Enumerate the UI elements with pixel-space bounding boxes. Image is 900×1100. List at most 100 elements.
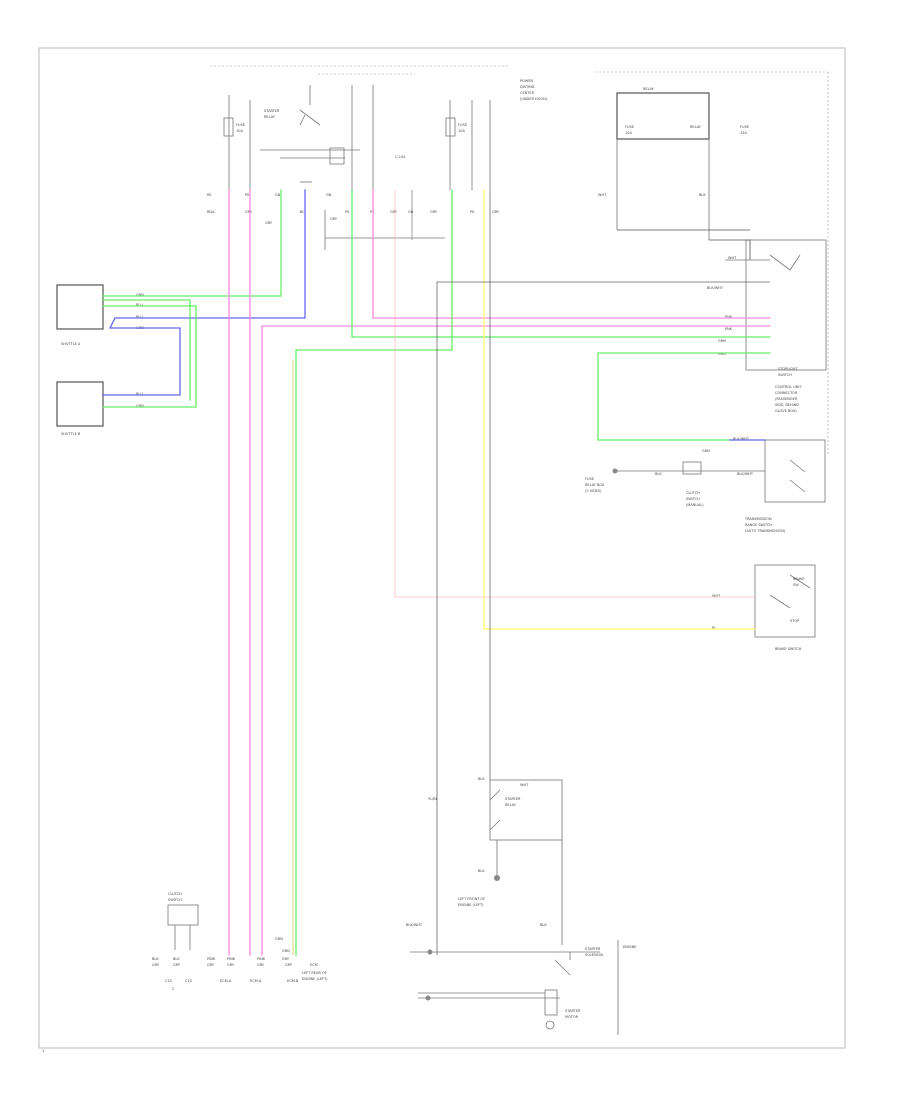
svg-text:GRY: GRY [390,210,398,214]
stoplight-switch: WHT BLK/WHT PNK PNK GRN GRN STOPLIGHT SW… [707,239,827,413]
engine-ground: ENGINE [617,940,636,1035]
svg-text:ENGINE: ENGINE [623,945,636,949]
svg-text:(MANUAL): (MANUAL) [686,503,704,507]
svg-text:GRY: GRY [282,957,290,961]
svg-text:ECM-A: ECM-A [220,979,232,983]
svg-text:BL: BL [712,626,716,630]
svg-text:STARTER: STARTER [505,797,521,801]
svg-text:ECM: ECM [310,963,318,967]
svg-text:GRN: GRN [282,949,290,953]
svg-text:PNK: PNK [725,315,733,319]
sensor-lower: SHUTTLE B BLU GRN [56,381,144,436]
svg-text:BLU: BLU [136,303,143,307]
svg-text:BLK: BLK [152,957,159,961]
svg-text:SWITCH: SWITCH [778,373,792,377]
wire-gray-4 [617,229,751,260]
svg-text:GRN: GRN [718,352,726,356]
svg-text:WHT: WHT [728,256,737,260]
wire-green-1 [102,189,282,297]
svg-text:DISTRIB.: DISTRIB. [520,85,535,89]
svg-text:PK: PK [345,210,350,214]
starter-motor: STARTER SOLENOID STARTER MOTOR BLK/WHT B… [406,923,604,1030]
svg-text:STARTER: STARTER [565,1009,581,1013]
svg-text:YL/BL: YL/BL [428,797,438,801]
svg-text:ENGINE (LEFT): ENGINE (LEFT) [458,903,484,907]
svg-text:PINK: PINK [227,957,236,961]
diagram-frame [38,47,846,1049]
svg-text:SWITCH: SWITCH [686,497,700,501]
svg-text:BLK: BLK [478,869,485,873]
svg-text:GRN: GRN [275,937,283,941]
svg-text:RELAY: RELAY [505,803,517,807]
svg-text:RELAY BOX: RELAY BOX [585,483,605,487]
svg-text:GRY: GRY [492,210,500,214]
svg-text:GRY: GRY [265,221,273,225]
svg-text:RD/L: RD/L [207,210,215,214]
svg-text:GRY: GRY [227,963,235,967]
sensor-lower-label: SHUTTLE B [61,432,81,436]
svg-text:ECM-A: ECM-A [250,979,262,983]
wire-green-3 [102,299,191,401]
svg-text:10A: 10A [458,129,465,133]
svg-text:GN: GN [275,193,281,197]
svg-text:GRY: GRY [330,217,338,221]
sensor-upper: SHUTTLE A GRN BLU BLU GRN [56,284,144,346]
svg-text:GRY: GRY [430,210,438,214]
svg-text:BRAKE SWITCH: BRAKE SWITCH [775,647,802,651]
svg-text:RELAY: RELAY [264,115,276,119]
svg-text:BLK: BLK [655,472,662,476]
transmission-range-switch: FUSE RELAY BOX (5 SIDES) BLK BLK/WHT CLU… [585,437,826,533]
ecm-connector-bottom: CLUTCH SWITCH BLK BLK PINK PINK PINK GRY… [152,892,328,991]
svg-text:RE: RE [207,193,212,197]
svg-text:GRY: GRY [285,963,293,967]
svg-text:(5 SIDES): (5 SIDES) [585,489,602,493]
svg-text:GRY: GRY [245,210,253,214]
svg-text:CONTROL UNIT: CONTROL UNIT [775,385,802,389]
svg-text:CLUTCH: CLUTCH [686,491,700,495]
svg-text:GN: GN [408,210,414,214]
svg-text:CONNECTOR: CONNECTOR [775,391,798,395]
wire-light-pink [394,190,755,598]
svg-text:GRN: GRN [702,449,710,453]
svg-text:STOPLIGHT: STOPLIGHT [778,367,799,371]
svg-text:GRY: GRY [257,963,265,967]
svg-text:GLOVE BOX): GLOVE BOX) [775,409,797,413]
svg-text:RELAY: RELAY [643,87,655,91]
page-number: 1 [42,1049,44,1053]
brake-switch: WHT BL BRAKE SWITCH BRAKE SW STOP [712,564,816,651]
svg-text:FUSE: FUSE [625,125,634,129]
svg-text:MOTOR: MOTOR [565,1015,579,1019]
svg-text:CENTER: CENTER [520,91,535,95]
svg-text:WHT: WHT [598,193,607,197]
svg-text:STARTER: STARTER [585,947,601,951]
svg-text:PK: PK [245,193,250,197]
svg-text:BLK: BLK [478,777,485,781]
wire-yellow-1 [483,189,756,630]
svg-text:BLU: BLU [136,315,143,319]
svg-text:RANGE SWITCH: RANGE SWITCH [745,523,772,527]
svg-text:C1S: C1S [165,979,173,983]
svg-text:PINK: PINK [207,957,216,961]
svg-text:(AUTO TRANSMISSION): (AUTO TRANSMISSION) [745,529,786,533]
svg-text:WHT: WHT [712,594,721,598]
svg-text:BLU: BLU [136,392,143,396]
svg-text:RELAY: RELAY [690,125,702,129]
relay-box-top-right: RELAY FUSE 10A RELAY FUSE 15A WHT BLK [598,87,749,240]
svg-text:GRY: GRY [207,963,215,967]
svg-text:BLK: BLK [699,193,706,197]
wire-gray-2 [436,281,770,955]
wire-blue-1 [114,189,306,319]
svg-text:BLK: BLK [173,957,180,961]
svg-text:GRN: GRN [136,293,144,297]
svg-text:BRAKE: BRAKE [793,577,805,581]
svg-text:CLUTCH: CLUTCH [168,892,182,896]
svg-text:FUSE: FUSE [458,123,467,127]
svg-text:LEFT FRONT OF: LEFT FRONT OF [458,897,485,901]
svg-text:TRANSMISSION: TRANSMISSION [744,517,772,521]
sensor-upper-label: SHUTTLE A [61,342,81,346]
wire-green-6 [597,352,771,441]
wire-pink-3 [261,325,771,956]
svg-text:FUSE: FUSE [236,123,245,127]
svg-text:BL: BL [300,210,304,214]
